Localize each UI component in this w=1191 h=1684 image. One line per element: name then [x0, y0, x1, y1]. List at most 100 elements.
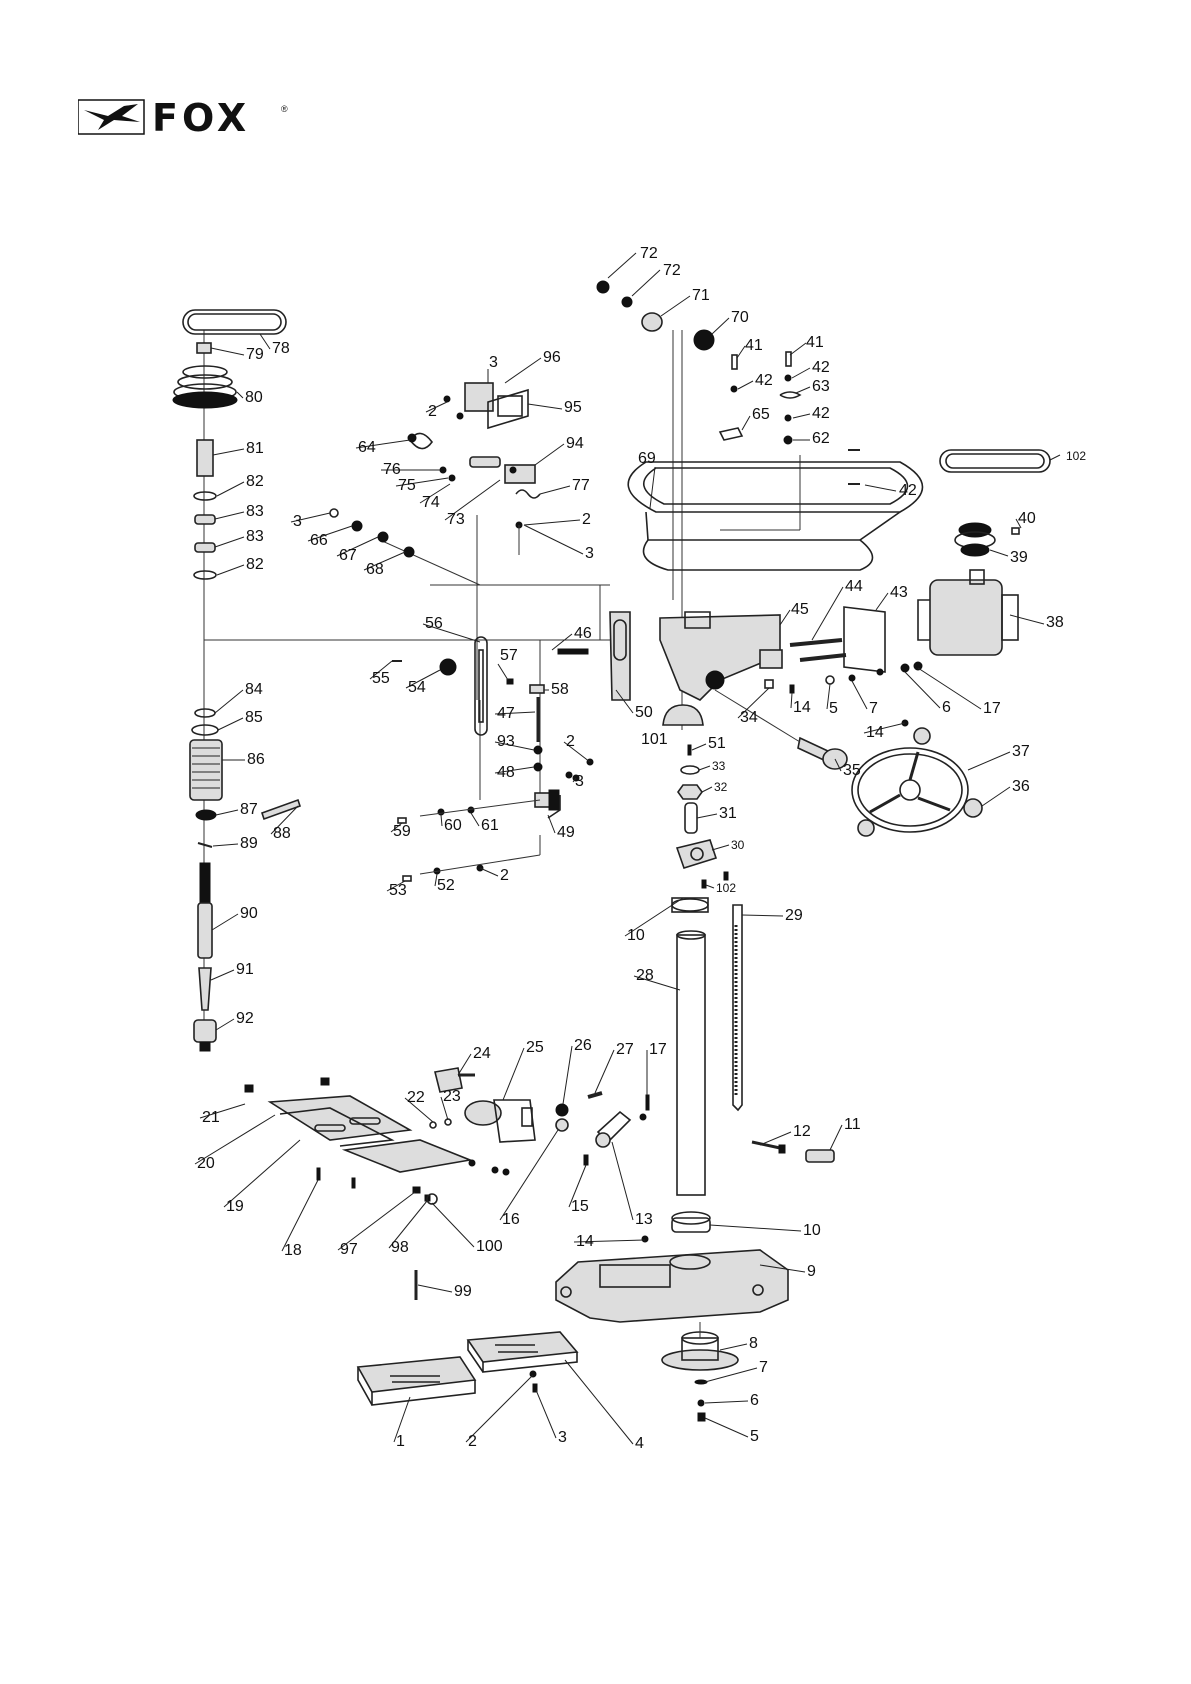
part-number-label: 62: [812, 430, 830, 447]
part-number-label: 95: [564, 399, 582, 416]
brand-name: FOX: [152, 96, 251, 140]
part-number-label: 65: [752, 406, 770, 423]
part-number-label: 35: [843, 762, 861, 779]
part-number-label: 77: [572, 477, 590, 494]
part-number-label: 101: [641, 731, 668, 748]
part-number-label: 13: [635, 1211, 653, 1228]
part-number-label: 28: [636, 967, 654, 984]
part-number-label: 73: [447, 511, 465, 528]
part-number-label: 17: [649, 1041, 667, 1058]
part-number-label: 100: [476, 1238, 503, 1255]
part-number-label: 83: [246, 503, 264, 520]
part-number-label: 9: [807, 1263, 816, 1280]
part-number-label: 99: [454, 1283, 472, 1300]
part-number-label: 78: [272, 340, 290, 357]
part-number-label: 89: [240, 835, 258, 852]
part-number-label: 2: [500, 867, 509, 884]
part-number-label: 70: [731, 309, 749, 326]
part-number-label: 2: [428, 403, 437, 420]
part-number-label: 61: [481, 817, 499, 834]
part-number-label: 57: [500, 647, 518, 664]
part-number-label: 21: [202, 1109, 220, 1126]
part-number-label: 3: [575, 773, 584, 790]
part-number-label: 2: [582, 511, 591, 528]
part-number-label: 15: [571, 1198, 589, 1215]
part-number-label: 2: [468, 1433, 477, 1450]
part-number-label: 5: [829, 700, 838, 717]
part-number-label: 86: [247, 751, 265, 768]
part-number-label: 42: [812, 359, 830, 376]
part-number-label: 43: [890, 584, 908, 601]
part-number-label: 63: [812, 378, 830, 395]
part-number-label: 6: [942, 699, 951, 716]
part-number-label: 25: [526, 1039, 544, 1056]
part-number-label: 97: [340, 1241, 358, 1258]
part-number-label: 42: [812, 405, 830, 422]
part-number-label: 85: [245, 709, 263, 726]
part-number-label: 50: [635, 704, 653, 721]
part-number-label: 27: [616, 1041, 634, 1058]
part-number-label: 48: [497, 764, 515, 781]
part-number-label: 93: [497, 733, 515, 750]
part-number-label: 36: [1012, 778, 1030, 795]
part-number-label: 29: [785, 907, 803, 924]
leader-lines: [194, 252, 1061, 1445]
part-number-label: 90: [240, 905, 258, 922]
part-number-label: 94: [566, 435, 584, 452]
part-number-label: 68: [366, 561, 384, 578]
part-number-label: 14: [793, 699, 811, 716]
part-number-label: 1: [396, 1433, 405, 1450]
part-number-label: 45: [791, 601, 809, 618]
part-number-label: 19: [226, 1198, 244, 1215]
part-number-label: 24: [473, 1045, 491, 1062]
part-number-label: 46: [574, 625, 592, 642]
part-number-label: 58: [551, 681, 569, 698]
part-number-label: 6: [750, 1392, 759, 1409]
part-number-label: 98: [391, 1239, 409, 1256]
part-number-label: 17: [983, 700, 1001, 717]
part-number-label: 42: [755, 372, 773, 389]
brand-registered-mark: ®: [281, 104, 288, 114]
part-number-label: 38: [1046, 614, 1064, 631]
part-number-label: 20: [197, 1155, 215, 1172]
part-number-label: 82: [246, 556, 264, 573]
part-number-label: 10: [627, 927, 645, 944]
part-number-label: 2: [566, 733, 575, 750]
part-number-label: 55: [372, 670, 390, 687]
part-number-label: 14: [866, 724, 884, 741]
part-number-label: 11: [844, 1116, 861, 1133]
part-number-label: 87: [240, 801, 258, 818]
part-number-label: 72: [640, 245, 658, 262]
part-number-label: 22: [407, 1089, 425, 1106]
part-number-label: 96: [543, 349, 561, 366]
part-number-label: 49: [557, 824, 575, 841]
part-number-label: 5: [750, 1428, 759, 1445]
part-number-label: 14: [576, 1233, 594, 1250]
part-number-label: 3: [489, 354, 498, 371]
part-number-label: 3: [558, 1429, 567, 1446]
part-number-label: 34: [740, 709, 758, 726]
part-number-label: 41: [745, 337, 763, 354]
part-number-label: 44: [845, 578, 863, 595]
part-number-label: 30: [731, 838, 745, 852]
part-number-label: 67: [339, 547, 357, 564]
part-number-label: 92: [236, 1010, 254, 1027]
part-number-label: 4: [635, 1435, 644, 1452]
part-number-label: 102: [716, 881, 736, 895]
part-number-label: 8: [749, 1335, 758, 1352]
part-number-label: 102: [1066, 449, 1086, 463]
part-number-label: 74: [422, 494, 440, 511]
part-number-label: 47: [497, 705, 515, 722]
part-number-label: 88: [273, 825, 291, 842]
part-number-label: 51: [708, 735, 726, 752]
part-number-label: 76: [383, 461, 401, 478]
part-number-label: 53: [389, 882, 407, 899]
part-number-label: 79: [246, 346, 264, 363]
part-number-label: 60: [444, 817, 462, 834]
part-number-label: 26: [574, 1037, 592, 1054]
part-number-label: 54: [408, 679, 426, 696]
fox-logo-icon: [78, 99, 145, 135]
part-number-label: 42: [899, 482, 917, 499]
part-number-label: 71: [692, 287, 710, 304]
